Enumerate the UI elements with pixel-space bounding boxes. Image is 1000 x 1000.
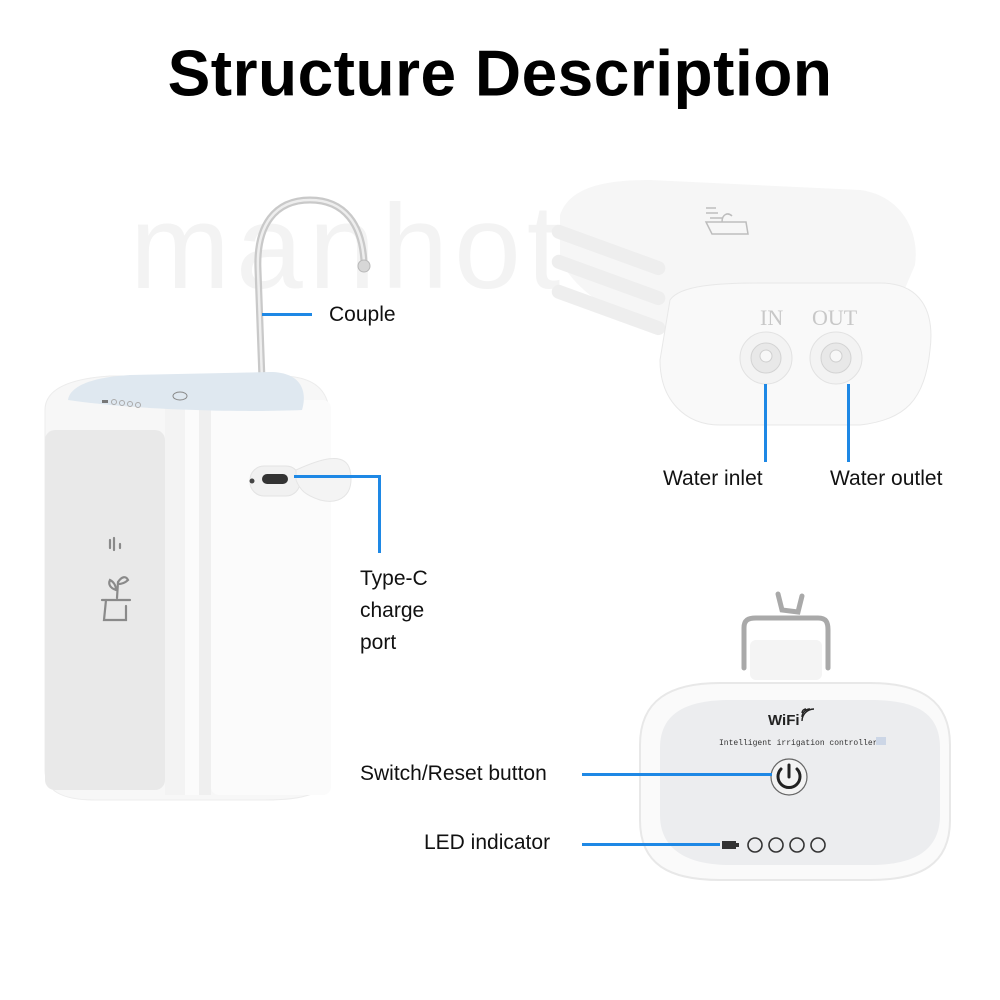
in-port-label: IN: [760, 305, 783, 330]
type-c-label-line3: port: [360, 631, 397, 654]
hook-icon: [741, 591, 831, 671]
wifi-text: WiFi: [768, 712, 800, 729]
type-c-callout-line-h: [294, 475, 380, 478]
battery-icon: [722, 841, 739, 849]
type-c-callout-line-v: [378, 475, 381, 553]
type-c-label-line1: Type-C: [360, 567, 428, 590]
wifi-signal-icon: [801, 708, 815, 722]
out-port-label: OUT: [812, 305, 858, 330]
power-icon: [770, 758, 808, 796]
water-outlet-label: Water outlet: [830, 467, 943, 490]
led-indicator-label: LED indicator: [424, 831, 551, 854]
couple-callout-line: [262, 313, 312, 316]
product-name-text: Intelligent irrigation controller: [719, 739, 878, 748]
switch-reset-label: Switch/Reset button: [360, 762, 547, 785]
water-inlet-label: Water inlet: [663, 467, 763, 490]
plant-pot-logo-icon: [100, 536, 132, 622]
page-title: Structure Description: [167, 36, 833, 110]
switch-callout-line: [582, 773, 772, 776]
couple-label: Couple: [329, 303, 396, 326]
type-c-label-line2: charge: [360, 599, 425, 622]
water-inlet-callout-line: [764, 384, 767, 462]
led-indicator-dots: [747, 837, 826, 853]
plant-pot-logo-icon: [704, 207, 749, 235]
led-callout-line: [582, 843, 720, 846]
water-outlet-callout-line: [847, 384, 850, 462]
watermark: manhot: [130, 180, 567, 314]
